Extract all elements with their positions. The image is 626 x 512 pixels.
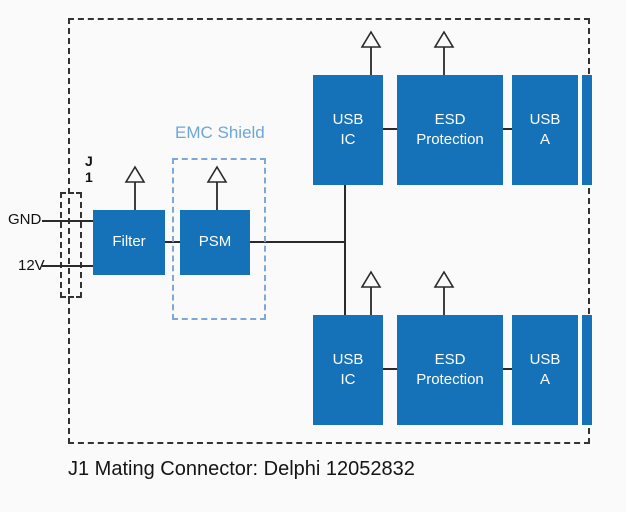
ground-arrow-icon [433,270,455,315]
usbic-to-esd-wire-bottom [383,368,397,370]
12v-pin-label: 12V [18,257,45,274]
12v-wire [42,265,93,267]
junction-vertical-wire [344,185,346,315]
psm-block: PSM [180,210,250,275]
ground-arrow-icon [360,270,382,315]
usb-ic-bottom-block: USB IC [313,315,383,425]
j1-connector-symbol [60,192,82,298]
ground-arrow-icon [206,165,228,210]
esd-protection-bottom-block: ESD Protection [397,315,503,425]
emc-shield-label: EMC Shield [175,123,265,142]
usb-a-top-connector-strip [582,75,592,185]
ground-arrow-icon [124,165,146,210]
diagram-boundary [68,18,590,444]
gnd-wire [42,220,93,222]
usb-a-top-block: USB A [512,75,578,185]
esd-to-usba-wire-top [503,128,512,130]
usbic-to-esd-wire-top [383,128,397,130]
esd-protection-top-block: ESD Protection [397,75,503,185]
psm-to-junction-wire [250,241,346,243]
usb-ic-top-block: USB IC [313,75,383,185]
esd-to-usba-wire-bottom [503,368,512,370]
diagram-caption: J1 Mating Connector: Delphi 12052832 [68,458,415,480]
emc-shield-boundary [172,158,266,320]
ground-arrow-icon [433,30,455,75]
usb-a-bottom-connector-strip [582,315,592,425]
filter-block: Filter [93,210,165,275]
ground-arrow-icon [360,30,382,75]
usb-a-bottom-block: USB A [512,315,578,425]
j1-connector-label: J 1 [85,153,93,186]
gnd-pin-label: GND [8,211,42,228]
